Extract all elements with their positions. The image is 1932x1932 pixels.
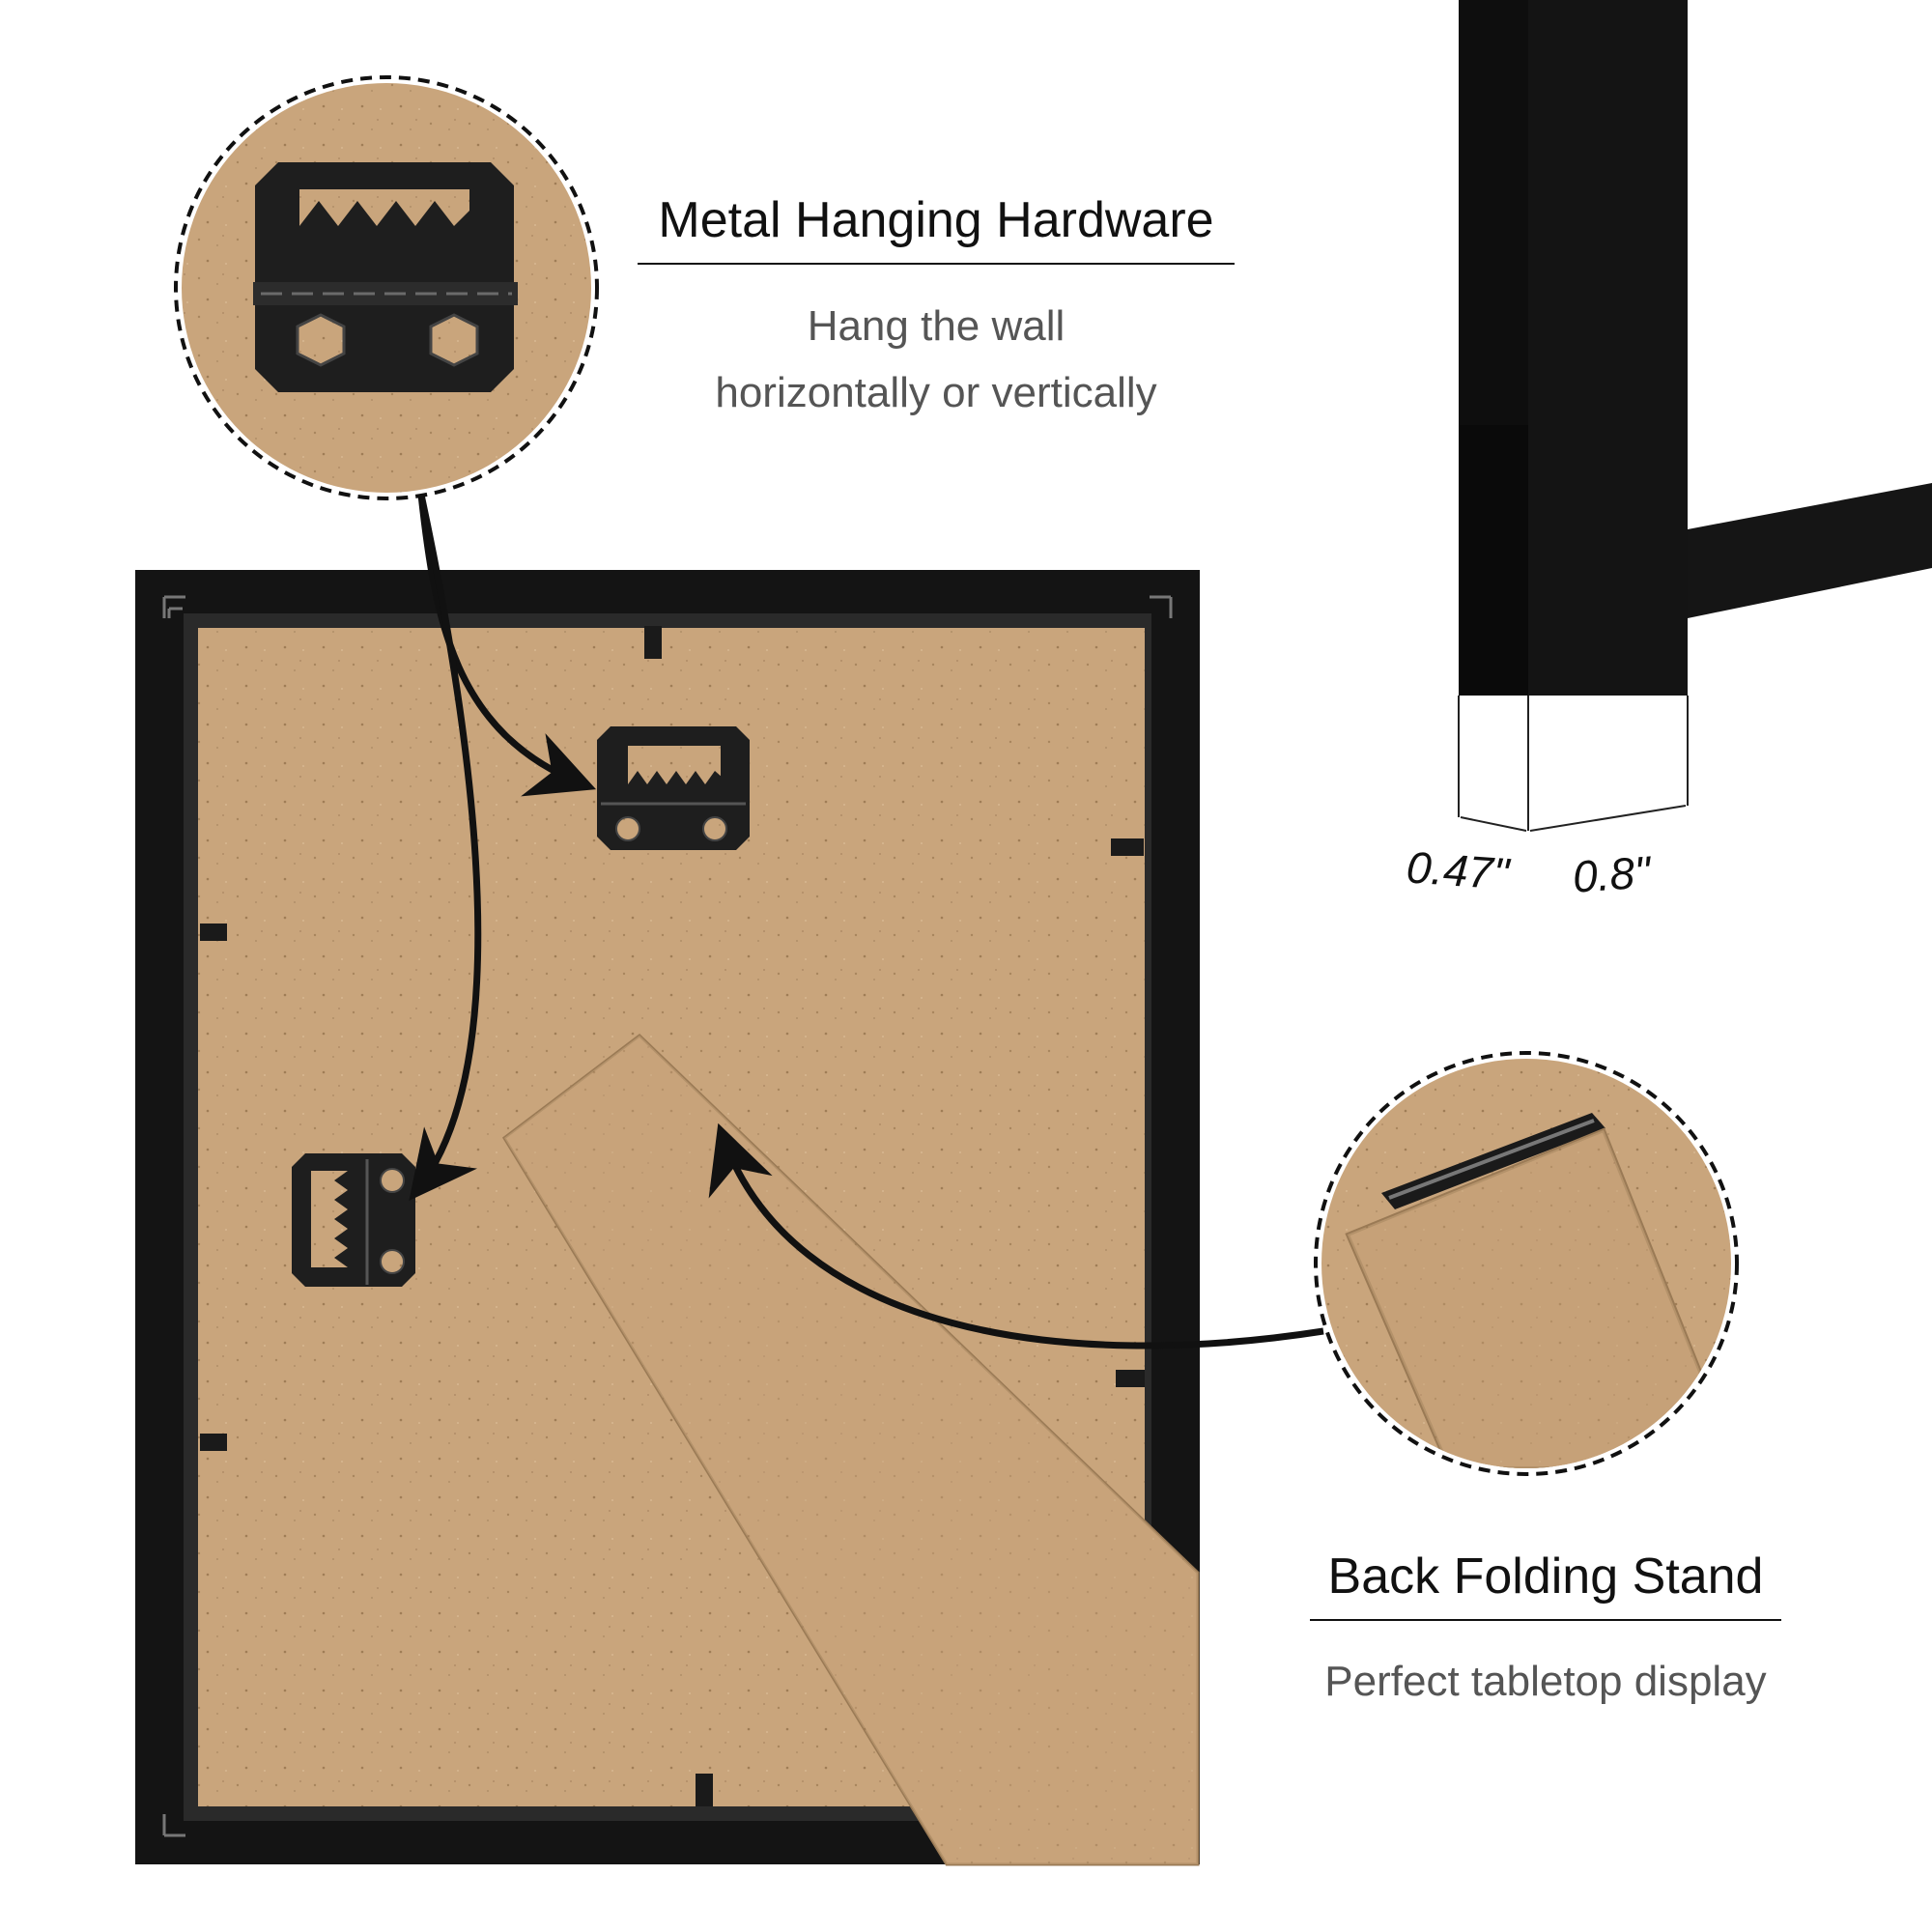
folding-stand-subtitle: Perfect tabletop display <box>1324 1658 1767 1705</box>
hanging-hardware-title: Metal Hanging Hardware <box>638 191 1235 265</box>
hanging-hardware-line2: horizontally or vertically <box>715 369 1157 416</box>
callout-arrows <box>409 494 1324 1350</box>
profile-lower-rail <box>1688 483 1932 618</box>
frame-back-view <box>135 570 1200 1866</box>
dimension-depth-label: 0.47" <box>1405 841 1511 899</box>
dimension-width-label: 0.8" <box>1571 846 1652 902</box>
profile-front <box>1528 0 1688 696</box>
folding-stand-title: Back Folding Stand <box>1310 1548 1781 1621</box>
frame-profile <box>1458 0 1932 832</box>
folding-stand <box>502 1034 1200 1866</box>
arrow-to-stand <box>708 1122 1324 1350</box>
zoom-circle-stand <box>1314 1051 1739 1476</box>
arrow-to-horizontal-hanger <box>417 494 597 797</box>
zoom-circle-hanger <box>174 75 599 500</box>
retaining-clips <box>200 626 1145 1806</box>
sawtooth-hanger-vertical <box>292 1153 415 1287</box>
arrow-to-vertical-hanger <box>409 494 482 1202</box>
hanging-hardware-line1: Hang the wall <box>807 302 1065 350</box>
sawtooth-hanger-horizontal <box>597 726 750 850</box>
